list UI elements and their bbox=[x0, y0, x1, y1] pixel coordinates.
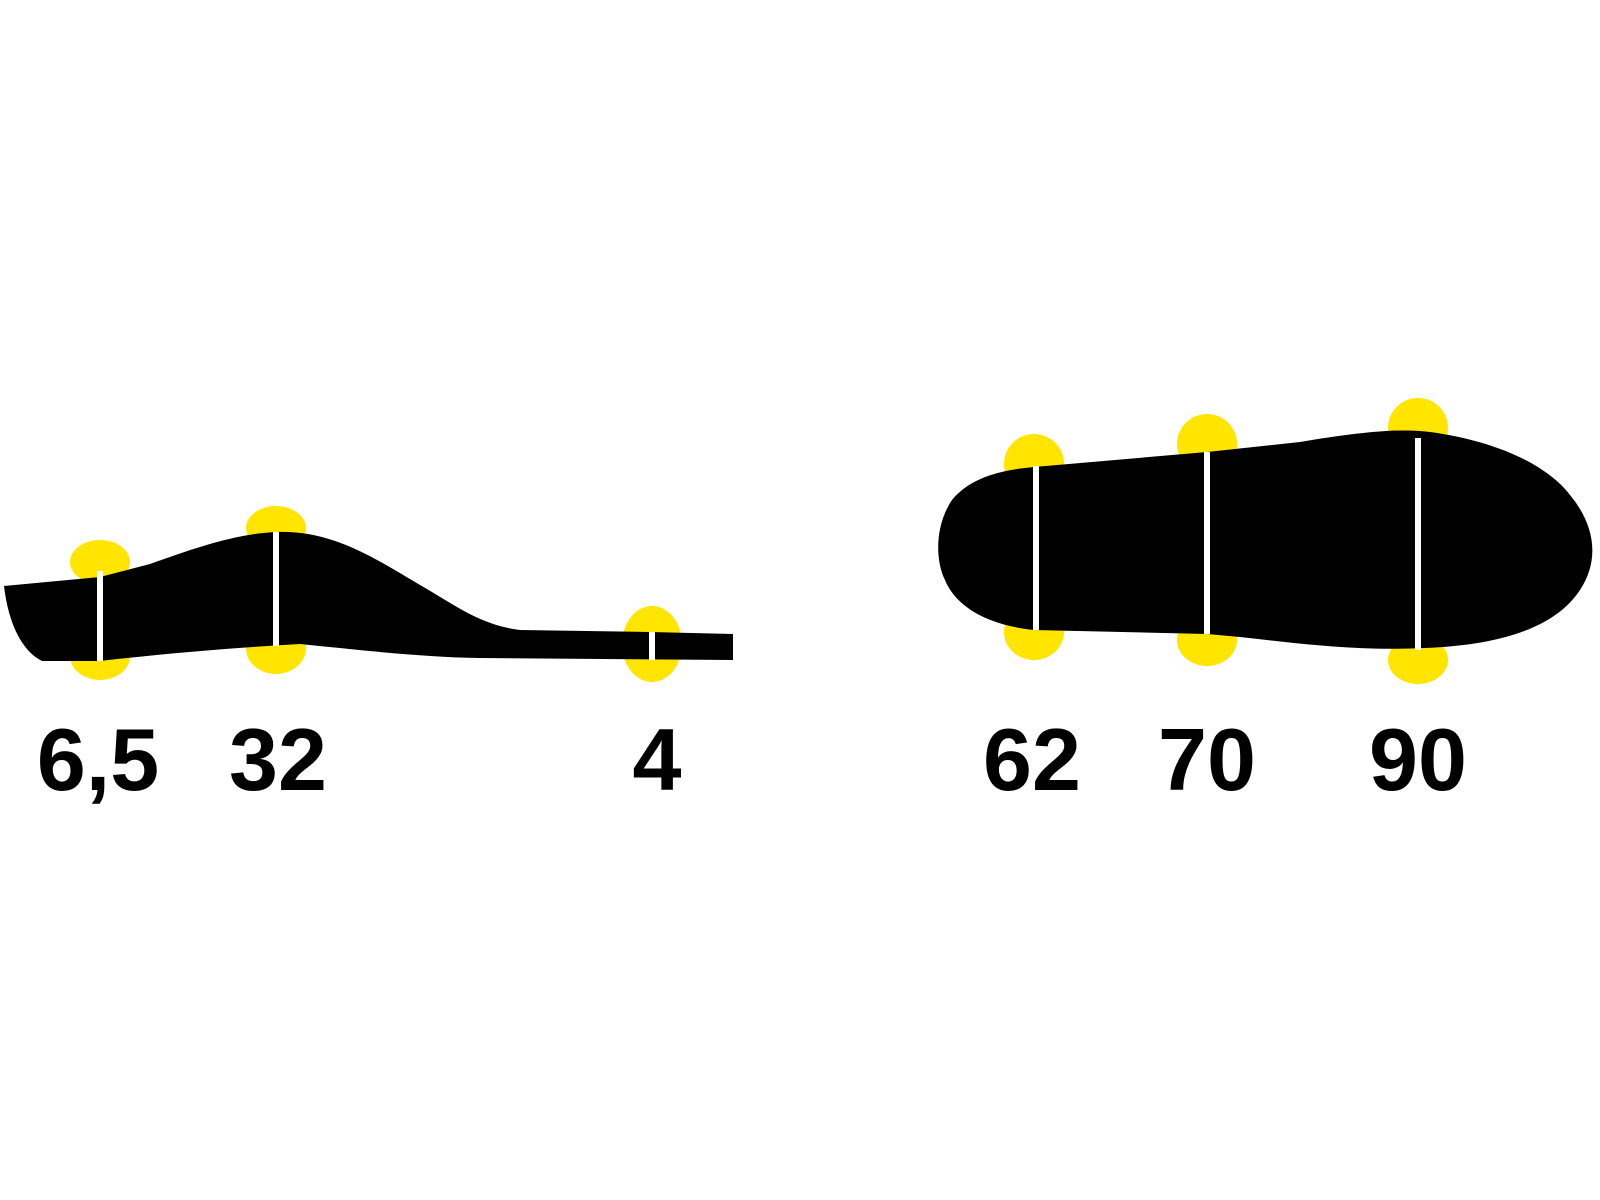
side-label-1: 6,5 bbox=[37, 710, 159, 809]
side-profile: 6,5 32 4 bbox=[4, 506, 733, 809]
marker-top-1 bbox=[70, 540, 130, 584]
side-profile-measure-lines bbox=[97, 532, 655, 661]
top-profile-measure-lines bbox=[1033, 438, 1421, 650]
side-profile-labels: 6,5 32 4 bbox=[37, 710, 682, 809]
side-label-3: 4 bbox=[633, 710, 682, 809]
top-label-70: 70 bbox=[1158, 710, 1256, 809]
top-label-90: 90 bbox=[1369, 710, 1467, 809]
top-profile: 62 70 90 bbox=[938, 398, 1593, 809]
side-profile-shape bbox=[4, 531, 733, 661]
side-label-2: 32 bbox=[229, 710, 327, 809]
top-label-62: 62 bbox=[983, 710, 1081, 809]
top-profile-labels: 62 70 90 bbox=[983, 710, 1467, 809]
top-profile-shape bbox=[938, 430, 1593, 649]
